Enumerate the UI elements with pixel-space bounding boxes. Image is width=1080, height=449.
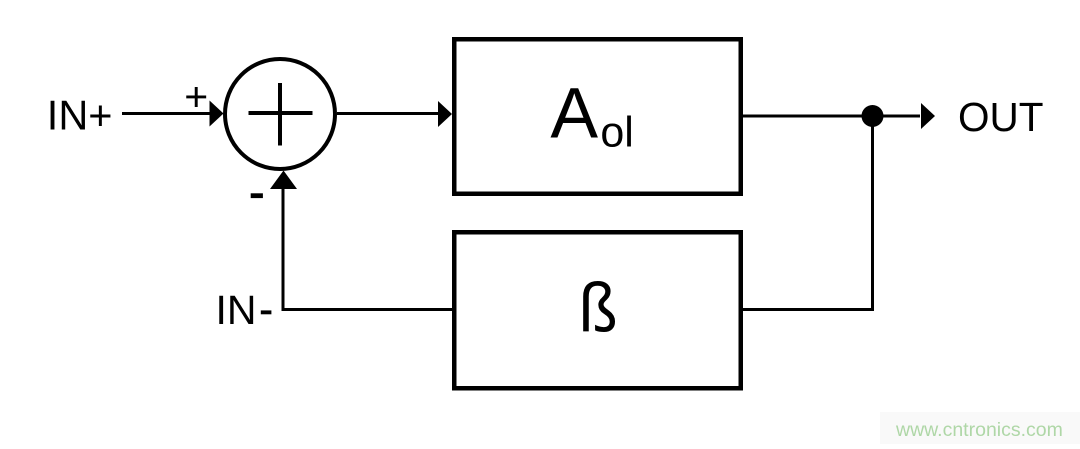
- svg-text:+: +: [184, 73, 208, 119]
- svg-text:IN: IN: [216, 287, 257, 333]
- svg-text:A: A: [550, 74, 598, 154]
- svg-text:ß: ß: [579, 269, 618, 347]
- svg-text:ol: ol: [600, 108, 633, 156]
- svg-text:www.cntronics.com: www.cntronics.com: [895, 419, 1063, 441]
- svg-text:IN+: IN+: [47, 92, 113, 139]
- svg-text:OUT: OUT: [958, 94, 1044, 140]
